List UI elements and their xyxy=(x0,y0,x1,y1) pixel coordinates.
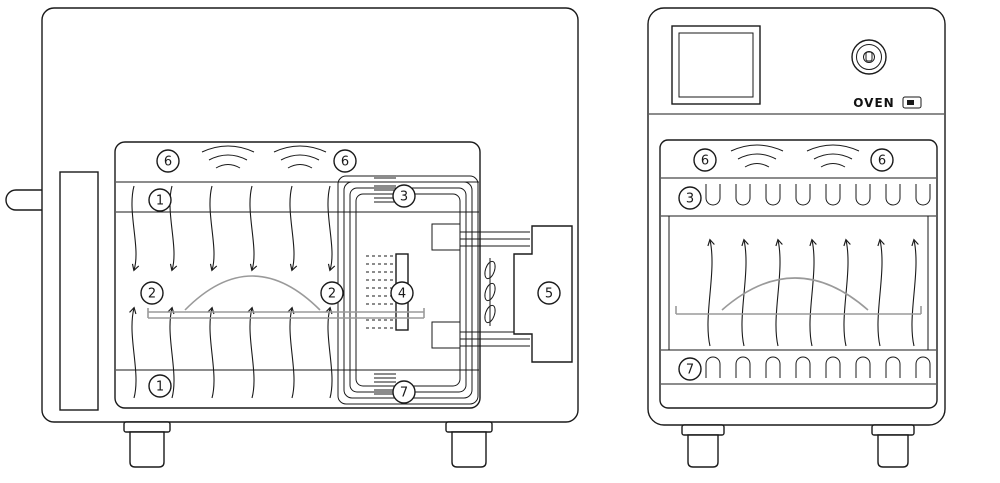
callout-6: 6 xyxy=(333,149,357,173)
foot xyxy=(445,421,493,468)
display-screen xyxy=(671,25,761,105)
chamber-partitions xyxy=(661,177,936,385)
svg-text:5: 5 xyxy=(545,287,553,302)
lock-knob[interactable] xyxy=(851,39,887,75)
svg-text:7: 7 xyxy=(686,363,694,378)
inlet-grille xyxy=(374,177,396,203)
side-view: 6 6 1 1 2 2 3 4 7 5 xyxy=(5,7,579,468)
callout-7: 7 xyxy=(678,357,702,381)
callout-2: 2 xyxy=(320,281,344,305)
callout-5: 5 xyxy=(537,281,561,305)
outlet-grille xyxy=(374,373,396,399)
svg-text:7: 7 xyxy=(400,386,408,401)
callout-6: 6 xyxy=(693,148,717,172)
duct-connections xyxy=(431,223,530,349)
food-dome xyxy=(184,275,321,311)
airflow-arrows-down xyxy=(131,185,336,272)
callout-1: 1 xyxy=(148,374,172,398)
door-handle xyxy=(5,189,62,211)
callout-2: 2 xyxy=(140,281,164,305)
callout-4: 4 xyxy=(390,281,414,305)
brand-label: OVEN xyxy=(853,96,894,110)
callout-6: 6 xyxy=(870,148,894,172)
callout-1: 1 xyxy=(148,188,172,212)
foot xyxy=(871,424,915,468)
svg-text:6: 6 xyxy=(341,155,349,170)
foot xyxy=(681,424,725,468)
tray xyxy=(147,308,425,319)
food-dome xyxy=(721,277,869,311)
svg-text:2: 2 xyxy=(328,287,336,302)
callout-3: 3 xyxy=(392,184,416,208)
foot xyxy=(123,421,171,468)
power-icon xyxy=(902,96,922,109)
front-chamber xyxy=(659,139,938,409)
callout-6: 6 xyxy=(156,149,180,173)
svg-text:3: 3 xyxy=(686,192,694,207)
door-plate xyxy=(59,171,99,411)
svg-text:6: 6 xyxy=(701,154,709,169)
side-body-outline xyxy=(41,7,579,423)
front-view: OVEN xyxy=(647,7,946,468)
svg-text:6: 6 xyxy=(878,154,886,169)
fan-icon xyxy=(484,258,496,326)
tray xyxy=(675,306,922,315)
callout-7: 7 xyxy=(392,380,416,404)
svg-text:1: 1 xyxy=(156,194,164,209)
svg-text:1: 1 xyxy=(156,380,164,395)
callout-3: 3 xyxy=(678,186,702,210)
svg-text:2: 2 xyxy=(148,287,156,302)
svg-text:4: 4 xyxy=(398,287,406,302)
svg-text:6: 6 xyxy=(164,155,172,170)
airflow-arrows-up xyxy=(129,306,333,399)
svg-text:3: 3 xyxy=(400,190,408,205)
side-chamber xyxy=(114,141,481,409)
